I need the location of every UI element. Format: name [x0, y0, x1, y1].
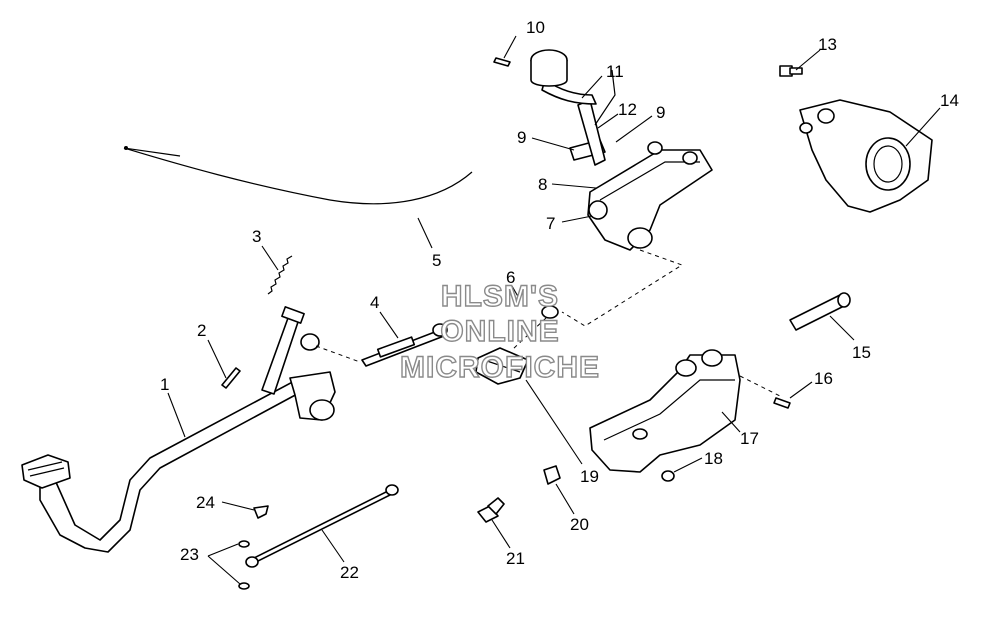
- part-bracket: [589, 349, 781, 473]
- callout-11: 11: [606, 62, 624, 81]
- callout-3: 3: [252, 227, 261, 246]
- callout-5: 5: [432, 251, 441, 270]
- callout-23: 23: [180, 545, 199, 564]
- part-bolt-16: [773, 397, 791, 409]
- part-nut-20: [543, 465, 561, 485]
- watermark-line-1: HLSM'S: [441, 280, 559, 313]
- callout-24: 24: [196, 493, 215, 512]
- part-pin: [221, 367, 241, 389]
- part-nut-18: [661, 470, 675, 482]
- callout-7: 7: [546, 214, 555, 233]
- callout-6: 6: [506, 268, 515, 287]
- leader-lines: [167, 35, 941, 585]
- callout-21: 21: [506, 549, 525, 568]
- callout-17: 17: [740, 429, 759, 448]
- callout-15: 15: [852, 343, 871, 362]
- watermark-line-2: ONLINE: [440, 315, 559, 348]
- callout-9-left: 9: [517, 128, 526, 147]
- callout-8: 8: [538, 175, 547, 194]
- part-switch-15: [789, 292, 851, 331]
- part-cable: [123, 146, 473, 205]
- callout-4: 4: [370, 293, 379, 312]
- callout-20: 20: [570, 515, 589, 534]
- part-screw-10: [493, 57, 511, 67]
- part-brake-pedal: [21, 306, 336, 553]
- callout-10: 10: [526, 18, 545, 37]
- callout-22: 22: [340, 563, 359, 582]
- part-rod: [315, 323, 448, 367]
- callout-16: 16: [814, 369, 833, 388]
- callout-1: 1: [160, 375, 169, 394]
- part-master-cylinder: [530, 49, 713, 327]
- part-clips: [238, 540, 250, 590]
- callout-labels: 1 2 3 4 5 6 7 8 9 9 10 11 12 13 14 15 16…: [160, 18, 959, 582]
- part-spring: [267, 255, 293, 295]
- callout-9-right: 9: [656, 103, 665, 122]
- callout-19: 19: [580, 467, 599, 486]
- part-link-rod: [245, 484, 399, 568]
- callout-14: 14: [940, 91, 959, 110]
- watermark: HLSM'S ONLINE MICROFICHE: [399, 279, 600, 384]
- callout-13: 13: [818, 35, 837, 54]
- callout-18: 18: [704, 449, 723, 468]
- watermark-line-3: MICROFICHE: [400, 351, 600, 384]
- part-bolt-21: [477, 497, 505, 523]
- part-bolt-13: [779, 65, 803, 77]
- callout-12: 12: [618, 100, 637, 119]
- callout-2: 2: [197, 321, 206, 340]
- part-clevis: [475, 305, 559, 385]
- part-caliper: [799, 99, 933, 213]
- part-pin-24: [253, 505, 269, 519]
